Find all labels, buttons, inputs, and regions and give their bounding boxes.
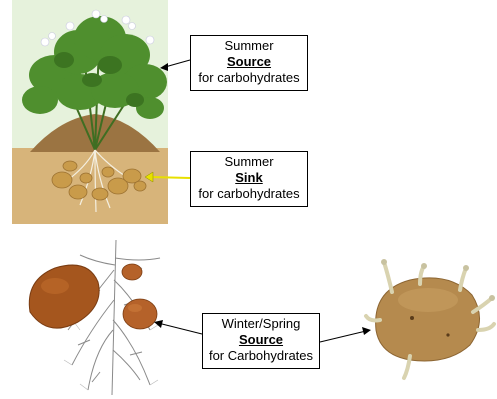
summer-source-desc: for carbohydrates — [191, 70, 307, 86]
winter-source-desc: for Carbohydrates — [203, 348, 319, 364]
summer-source-season: Summer — [191, 38, 307, 54]
winter-source-label: Winter/Spring Source for Carbohydrates — [202, 313, 320, 369]
summer-sink-desc: for carbohydrates — [191, 186, 307, 202]
summer-sink-key: Sink — [191, 170, 307, 186]
summer-source-label: Summer Source for carbohydrates — [190, 35, 308, 91]
summer-sink-season: Summer — [191, 154, 307, 170]
summer-sink-label: Summer Sink for carbohydrates — [190, 151, 308, 207]
summer-source-key: Source — [191, 54, 307, 70]
arrow-winter-to-seed-potato — [154, 320, 202, 334]
winter-source-key: Source — [203, 332, 319, 348]
arrow-winter-to-sprouting-potato — [320, 327, 371, 342]
seed-potato-with-roots-icon — [29, 240, 160, 395]
winter-source-season: Winter/Spring — [203, 316, 319, 332]
sprouting-potato-icon — [366, 259, 495, 378]
potato-plant-icon — [12, 0, 168, 224]
